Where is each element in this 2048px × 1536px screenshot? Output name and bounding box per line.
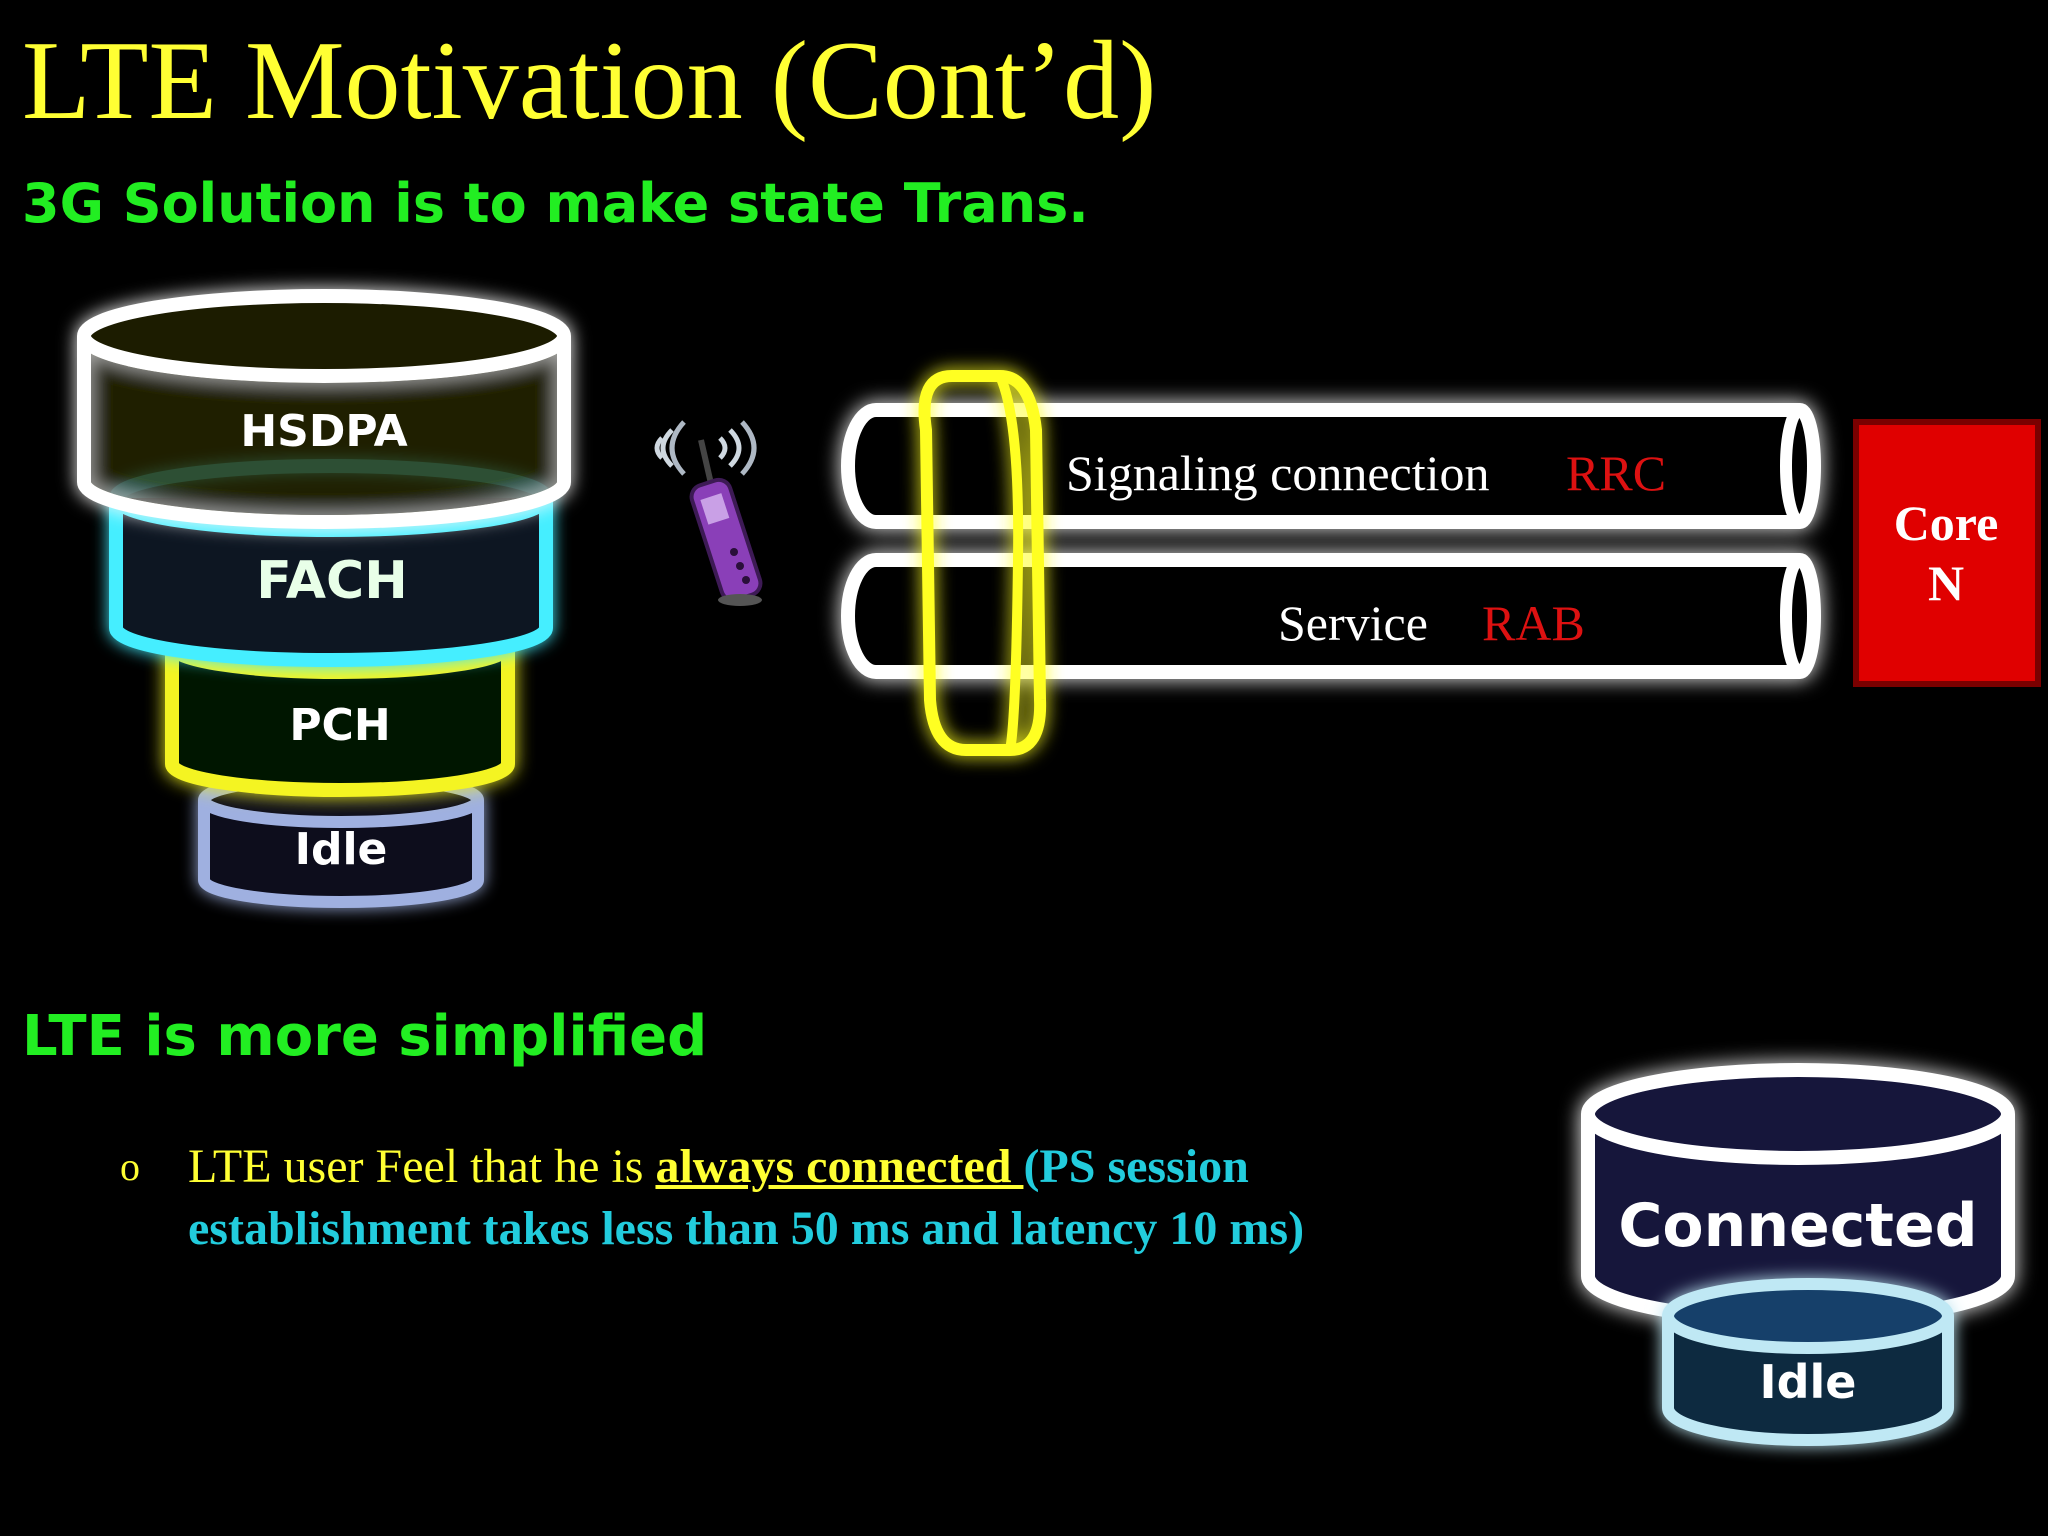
cylinder-hsdpa (77, 289, 571, 529)
core-network-box: Core N (1853, 419, 2041, 687)
bullet-marker: o (120, 1144, 140, 1189)
rrc-tag: RRC (1566, 445, 1666, 501)
label-fach: FACH (256, 551, 407, 611)
subtitle-3g-solution: 3G Solution is to make state Trans. (22, 172, 1089, 235)
label-idle-3g: Idle (295, 824, 388, 875)
core-label-line2: N (1928, 555, 1964, 611)
bullet-lead: LTE user Feel that he is (188, 1140, 656, 1193)
pipe-service (841, 553, 1821, 679)
cylinder-idle-lte (1662, 1278, 1954, 1446)
page-title: LTE Motivation (Cont’d) (22, 19, 1157, 143)
rab-tag: RAB (1482, 595, 1585, 651)
rrc-ring (918, 370, 1047, 756)
label-idle-lte: Idle (1759, 1355, 1856, 1409)
signaling-label: Signaling connection (1066, 445, 1490, 501)
bullet-emphasis: always connected (655, 1140, 1024, 1193)
section-lte-simplified: LTE is more simplified (22, 1004, 708, 1069)
mobile-phone-icon (654, 420, 763, 606)
label-pch: PCH (289, 700, 390, 751)
label-connected: Connected (1618, 1191, 1977, 1261)
bullet-tail: (PS session establishment takes less tha… (188, 1140, 1305, 1255)
pipe-signaling (841, 403, 1821, 529)
service-label: Service (1278, 595, 1428, 651)
label-hsdpa: HSDPA (240, 406, 407, 457)
core-label-line1: Core (1894, 495, 1999, 551)
bullet-text: LTE user Feel that he is always connecte… (188, 1136, 1428, 1260)
cylinder-connected (1581, 1063, 2015, 1327)
